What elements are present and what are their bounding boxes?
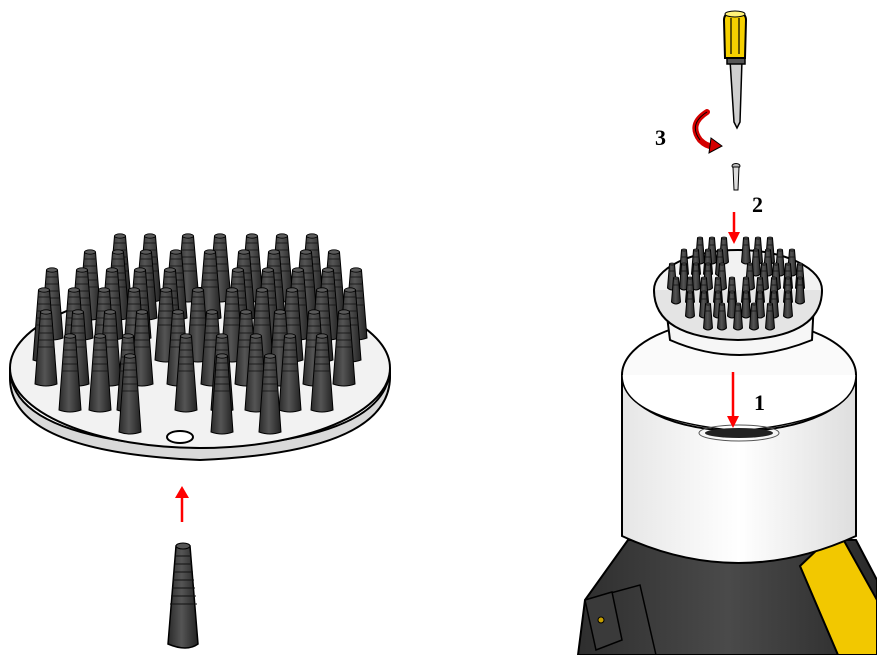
plate-pin bbox=[278, 333, 302, 413]
step3-label: 3 bbox=[655, 125, 666, 150]
plate-pin bbox=[210, 353, 234, 435]
step2-arrow bbox=[728, 212, 740, 244]
top-pins-field bbox=[666, 236, 806, 331]
plate-hole bbox=[166, 430, 194, 444]
step1-arrow bbox=[727, 372, 739, 428]
cylinder-slot bbox=[705, 428, 773, 438]
device-assembly bbox=[576, 236, 877, 655]
insert-arrow-left bbox=[175, 486, 189, 522]
curved-rotate-arrow-icon bbox=[692, 109, 723, 154]
top-pin bbox=[716, 302, 728, 331]
top-pin bbox=[794, 276, 806, 305]
top-pin bbox=[732, 302, 744, 331]
plate-pin bbox=[258, 353, 282, 435]
top-pin bbox=[684, 290, 696, 319]
loose-pin bbox=[167, 542, 199, 649]
step1-label: 1 bbox=[754, 390, 765, 415]
step2-label: 2 bbox=[752, 192, 763, 217]
plate-pin bbox=[332, 309, 356, 387]
top-pin bbox=[748, 302, 760, 331]
top-pin bbox=[702, 302, 714, 331]
top-pin bbox=[764, 302, 776, 331]
screw-icon bbox=[731, 163, 741, 191]
plate-pin bbox=[174, 333, 198, 413]
plate-pin bbox=[118, 353, 142, 435]
top-pin bbox=[782, 290, 794, 319]
plate-pin bbox=[58, 333, 82, 413]
pins-field bbox=[32, 233, 368, 435]
pin-plate-assembly bbox=[9, 233, 391, 462]
plate-pin bbox=[310, 333, 334, 413]
top-pin bbox=[740, 236, 752, 265]
top-pin bbox=[740, 290, 752, 319]
top-pin bbox=[670, 276, 682, 305]
screwdriver-icon bbox=[722, 10, 748, 130]
plate-pin bbox=[34, 309, 58, 387]
plate-pin bbox=[88, 333, 112, 413]
